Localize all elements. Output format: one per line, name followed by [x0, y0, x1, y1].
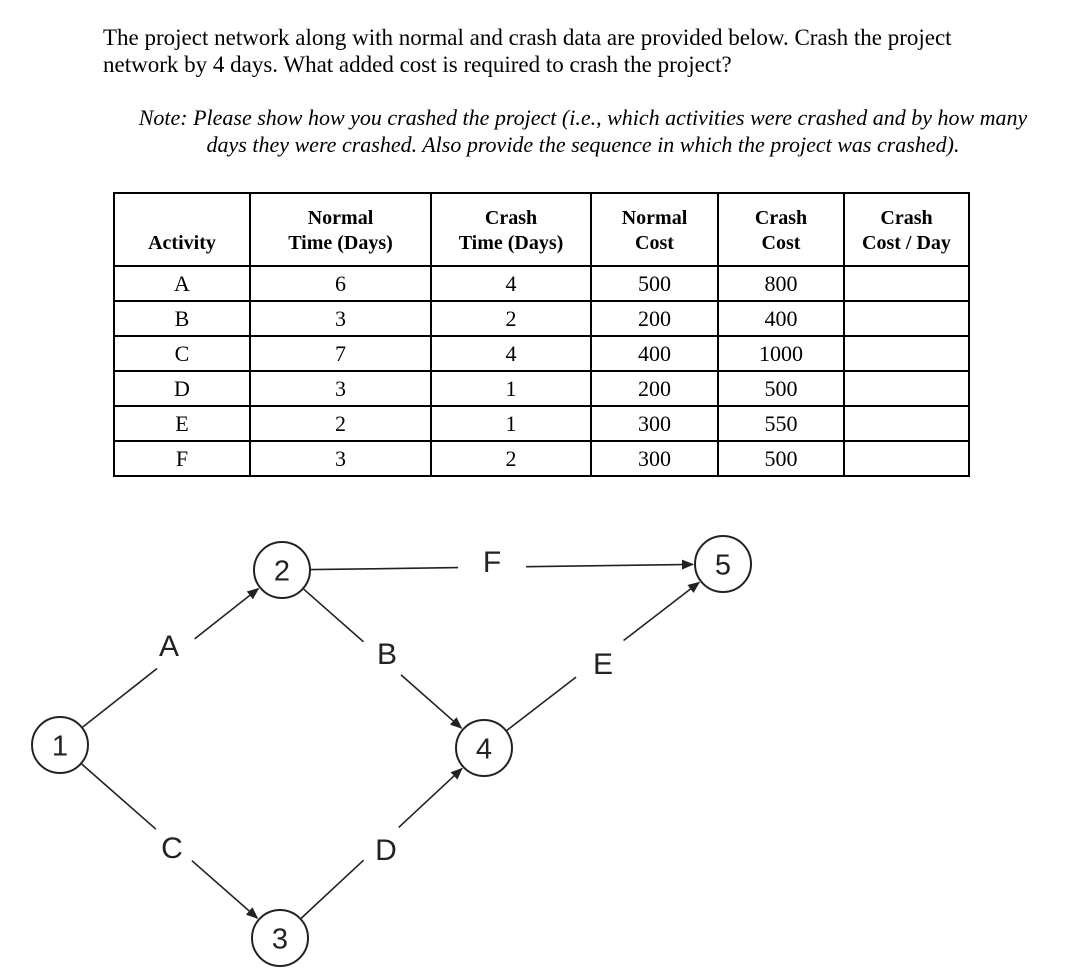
table-cell-activity: A	[113, 265, 251, 302]
table-cell-normal_cost: 300	[590, 440, 719, 477]
table-cell-crash_time: 1	[430, 370, 592, 407]
edge-label-A: A	[159, 630, 179, 663]
node-5-label: 5	[715, 549, 731, 581]
table-cell-crash_cost: 500	[717, 440, 845, 477]
node-3-circle	[251, 909, 309, 967]
node-4-circle	[455, 719, 513, 777]
node-4-label: 4	[476, 733, 492, 765]
edge-D-line-arrow	[398, 767, 463, 829]
table-cell-activity: E	[113, 405, 251, 442]
project-network-diagram: A B C D E F 1 2 3 4 5	[0, 520, 1067, 977]
table-cell-crash_cost: 1000	[717, 335, 845, 372]
table-cell-normal_time: 7	[249, 335, 432, 372]
table-cell-crash_cost_per_day	[843, 265, 970, 302]
table-cell-normal_time: 6	[249, 265, 432, 302]
project-network-svg: A B C D E F 1 2 3 4 5	[31, 535, 752, 967]
note-line-2: days they were crashed. Also provide the…	[206, 132, 960, 157]
edge-label-D: D	[375, 834, 397, 867]
edge-label-F: F	[483, 546, 501, 579]
edge-E-line-start	[506, 676, 577, 731]
note-line-1: Note: Please show how you crashed the pr…	[138, 105, 1028, 130]
node-1-circle	[31, 716, 89, 774]
question-text: The project network along with normal an…	[103, 24, 952, 78]
table-cell-normal_time: 3	[249, 370, 432, 407]
table-cell-crash_time: 4	[430, 265, 592, 302]
node-5-circle	[694, 535, 752, 593]
node-2-circle	[253, 541, 311, 599]
edge-label-E: E	[593, 648, 613, 681]
table-cell-normal_cost: 200	[590, 370, 719, 407]
table-cell-crash_cost: 550	[717, 405, 845, 442]
edge-C-line-arrow	[191, 860, 259, 919]
table-cell-crash_cost: 500	[717, 370, 845, 407]
edge-C-line-start	[81, 763, 157, 830]
table-cell-normal_cost: 300	[590, 405, 719, 442]
edge-B-line-start	[303, 588, 365, 643]
node-2-label: 2	[274, 555, 290, 587]
table-cell-crash_time: 1	[430, 405, 592, 442]
table-cell-activity: F	[113, 440, 251, 477]
table-cell-crash_cost: 400	[717, 300, 845, 337]
table-cell-crash_time: 4	[430, 335, 592, 372]
table-cell-crash_time: 2	[430, 440, 592, 477]
node-1-label: 1	[52, 730, 68, 762]
table-cell-normal_time: 2	[249, 405, 432, 442]
table-cell-crash_cost_per_day	[843, 335, 970, 372]
question-line-2: network by 4 days. What added cost is re…	[103, 52, 732, 77]
table-cell-crash_time: 2	[430, 300, 592, 337]
table-cell-crash_cost: 800	[717, 265, 845, 302]
table-cell-crash_cost_per_day	[843, 370, 970, 407]
question-line-1: The project network along with normal an…	[103, 25, 952, 50]
edge-E-line-arrow	[623, 581, 701, 642]
table-cell-crash_cost_per_day	[843, 405, 970, 442]
table-cell-normal_cost: 500	[590, 265, 719, 302]
table-cell-normal_time: 3	[249, 440, 432, 477]
edge-B-line-arrow	[400, 674, 463, 729]
edge-F-line-arrow	[526, 559, 695, 570]
edge-F-line-start	[310, 566, 459, 571]
column-header-activity: Activity	[113, 192, 251, 267]
table-cell-activity: C	[113, 335, 251, 372]
table-cell-activity: B	[113, 300, 251, 337]
table-cell-normal_cost: 400	[590, 335, 719, 372]
table-cell-normal_cost: 200	[590, 300, 719, 337]
edge-A-line-start	[82, 667, 158, 728]
table-cell-normal_time: 3	[249, 300, 432, 337]
edge-A-line-arrow	[194, 587, 260, 640]
note-text: Note: Please show how you crashed the pr…	[133, 104, 1033, 158]
table-cell-activity: D	[113, 370, 251, 407]
edge-D-line-start	[300, 859, 365, 919]
edge-label-C: C	[161, 832, 183, 865]
table-cell-crash_cost_per_day	[843, 300, 970, 337]
table-cell-crash_cost_per_day	[843, 440, 970, 477]
edge-label-B: B	[377, 638, 397, 671]
node-3-label: 3	[272, 923, 288, 955]
